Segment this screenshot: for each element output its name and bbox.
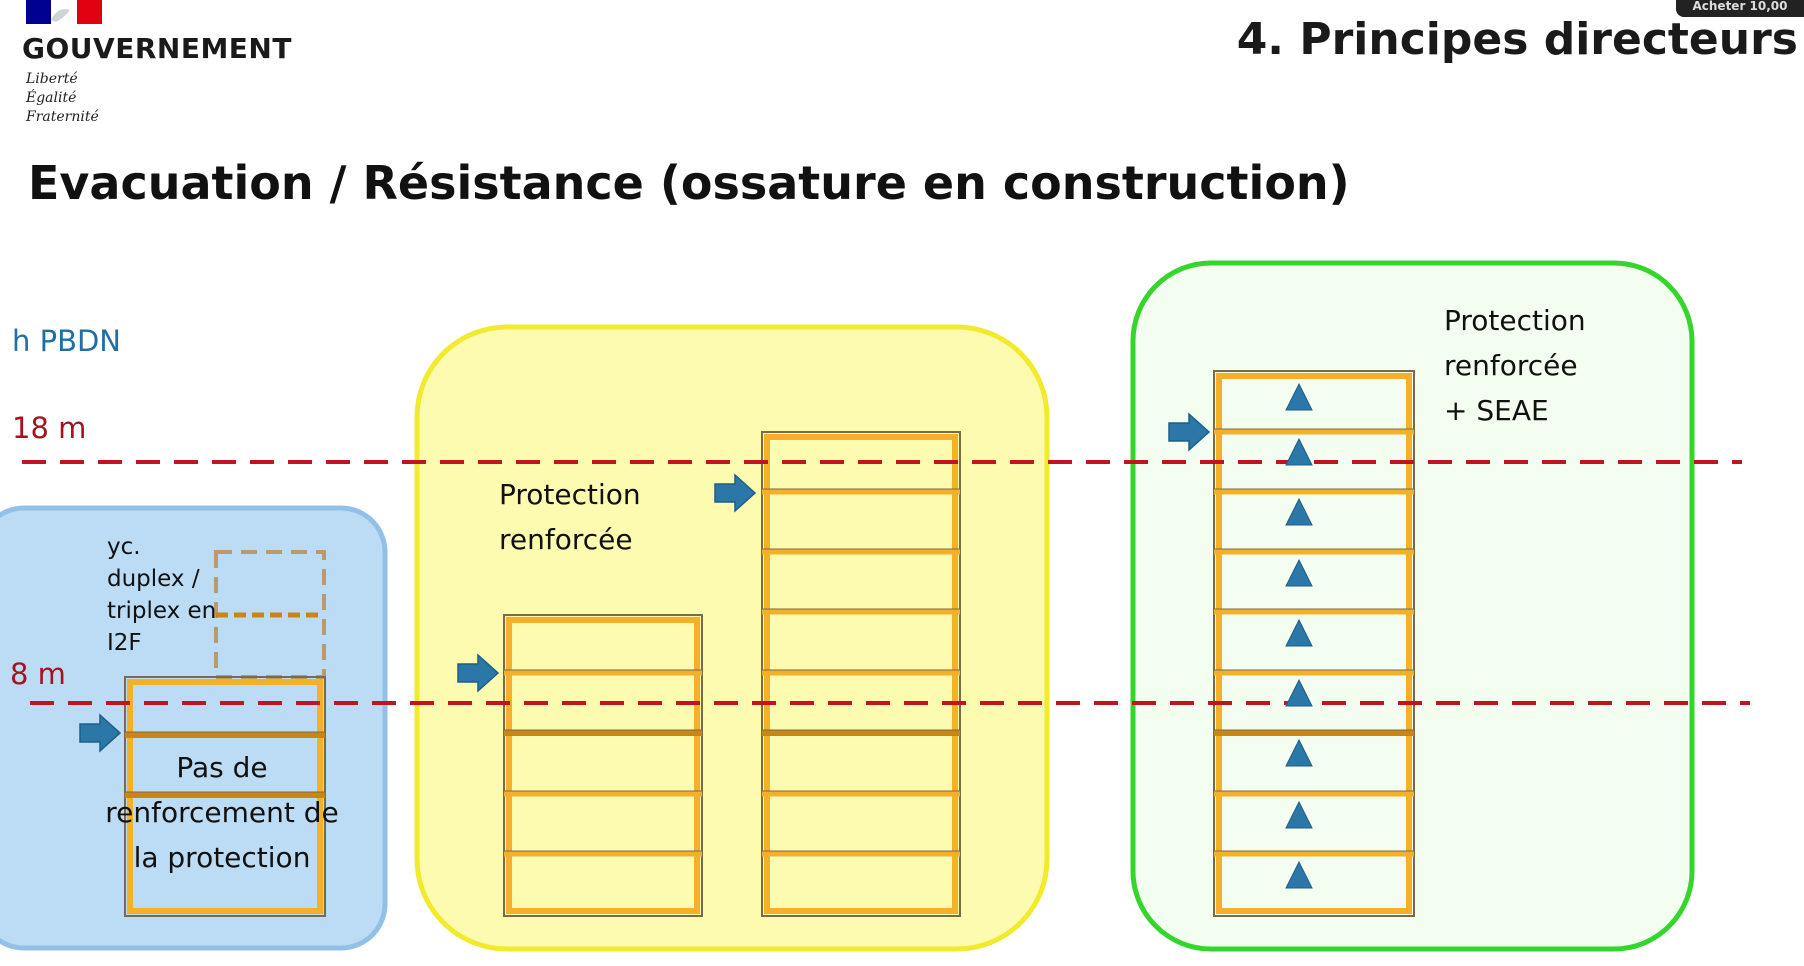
triangle-up-icon <box>1285 738 1313 767</box>
motto-fraternite: Fraternité <box>26 109 99 125</box>
republic-motto: Liberté Égalité Fraternité <box>26 70 99 127</box>
zone-blue-label: Pas de renforcement de la protection <box>72 745 372 880</box>
triangle-up-icon <box>1285 437 1313 466</box>
video-purchase-badge[interactable]: Acheter 10,00 <box>1676 0 1804 17</box>
zone-yellow-label-line: Protection <box>499 478 641 511</box>
duplex-note: yc. duplex / triplex en I2F <box>107 531 216 659</box>
zone-blue-label-line: la protection <box>133 841 311 874</box>
building-frame <box>761 431 961 917</box>
threshold-label-18m: 18 m <box>12 411 87 445</box>
zone-yellow-label: Protection renforcée <box>499 472 641 562</box>
duplex-note-line: I2F <box>107 630 142 656</box>
slide-title: Evacuation / Résistance (ossature en con… <box>28 156 1350 210</box>
building-frame <box>1213 370 1415 917</box>
marianne-logo <box>26 0 102 24</box>
motto-egalite: Égalité <box>26 90 77 106</box>
motto-liberte: Liberté <box>26 71 78 87</box>
duplex-note-line: triplex en <box>107 598 217 624</box>
zone-yellow-label-line: renforcée <box>499 523 633 556</box>
arrow-right-icon <box>79 713 122 753</box>
arrow-right-icon <box>457 653 500 693</box>
triangle-up-icon <box>1285 860 1313 889</box>
arrow-right-icon <box>714 473 757 513</box>
zone-blue-label-line: renforcement de <box>105 796 339 829</box>
zone-green-label-line: + SEAE <box>1444 394 1549 427</box>
triangle-up-icon <box>1285 678 1313 707</box>
duplex-note-line: yc. <box>107 534 141 560</box>
zone-green-label-line: renforcée <box>1444 349 1578 382</box>
triangle-up-icon <box>1285 800 1313 829</box>
building-frames <box>124 370 1415 917</box>
smoke-extraction-icons <box>1285 382 1313 889</box>
section-title: 4. Principes directeurs <box>1236 14 1798 65</box>
triangle-up-icon <box>1285 497 1313 526</box>
triangle-up-icon <box>1285 382 1313 411</box>
duplex-note-line: duplex / <box>107 566 200 592</box>
government-name: GOUVERNEMENT <box>22 32 292 65</box>
entry-arrows <box>79 412 1211 753</box>
zone-blue-label-line: Pas de <box>176 751 268 784</box>
building-frame <box>503 614 703 917</box>
height-axis-label: h PBDN <box>12 324 122 358</box>
arrow-right-icon <box>1168 412 1211 452</box>
threshold-label-8m: 8 m <box>10 657 66 691</box>
triangle-up-icon <box>1285 558 1313 587</box>
zone-no-reinforcement <box>0 505 388 951</box>
triangle-up-icon <box>1285 618 1313 647</box>
zone-green-label-line: Protection <box>1444 304 1586 337</box>
zone-green-label: Protection renforcée + SEAE <box>1444 298 1586 433</box>
building-frame <box>124 676 326 917</box>
